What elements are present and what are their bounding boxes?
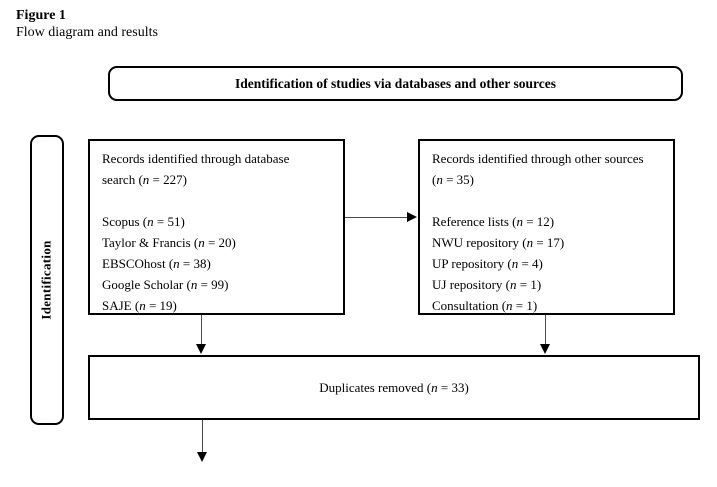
banner-title: Identification of studies via databases … (235, 75, 556, 91)
arrowhead-right-icon (407, 212, 417, 222)
arrow-shaft (202, 420, 204, 454)
arrowhead-down-icon (196, 344, 206, 354)
figure-label: Figure 1 (16, 8, 66, 23)
list-item: EBSCOhost (n = 38) (102, 256, 211, 271)
list-item: NWU repository (n = 17) (432, 235, 565, 250)
blank-line (102, 190, 335, 211)
arrow-shaft (201, 315, 203, 347)
list-item: Consultation (n = 1) (432, 298, 538, 313)
database-records-box: Records identified through database sear… (88, 139, 345, 315)
list-item: Reference lists (n = 12) (432, 214, 555, 229)
banner-box: Identification of studies via databases … (108, 66, 683, 101)
duplicates-removed-box: Duplicates removed (n = 33) (88, 355, 700, 420)
list-item: SAJE (n = 19) (102, 298, 177, 313)
duplicates-removed-text: Duplicates removed (n = 33) (319, 380, 469, 395)
list-item: Scopus (n = 51) (102, 214, 185, 229)
arrow-shaft (545, 315, 547, 347)
list-item: Google Scholar (n = 99) (102, 277, 229, 292)
other-sources-box-title: Records identified through other sources… (432, 151, 644, 187)
blank-line (432, 190, 665, 211)
list-item: UJ repository (n = 1) (432, 277, 542, 292)
figure-caption: Flow diagram and results (16, 25, 158, 40)
database-box-title: Records identified through database sear… (102, 151, 290, 187)
arrow-shaft (345, 217, 410, 219)
arrowhead-down-icon (197, 452, 207, 462)
list-item: UP repository (n = 4) (432, 256, 543, 271)
arrowhead-down-icon (540, 344, 550, 354)
other-sources-box: Records identified through other sources… (418, 139, 675, 315)
stage-identification-bar: Identification (30, 135, 64, 425)
stage-label: Identification (39, 240, 54, 320)
list-item: Taylor & Francis (n = 20) (102, 235, 236, 250)
